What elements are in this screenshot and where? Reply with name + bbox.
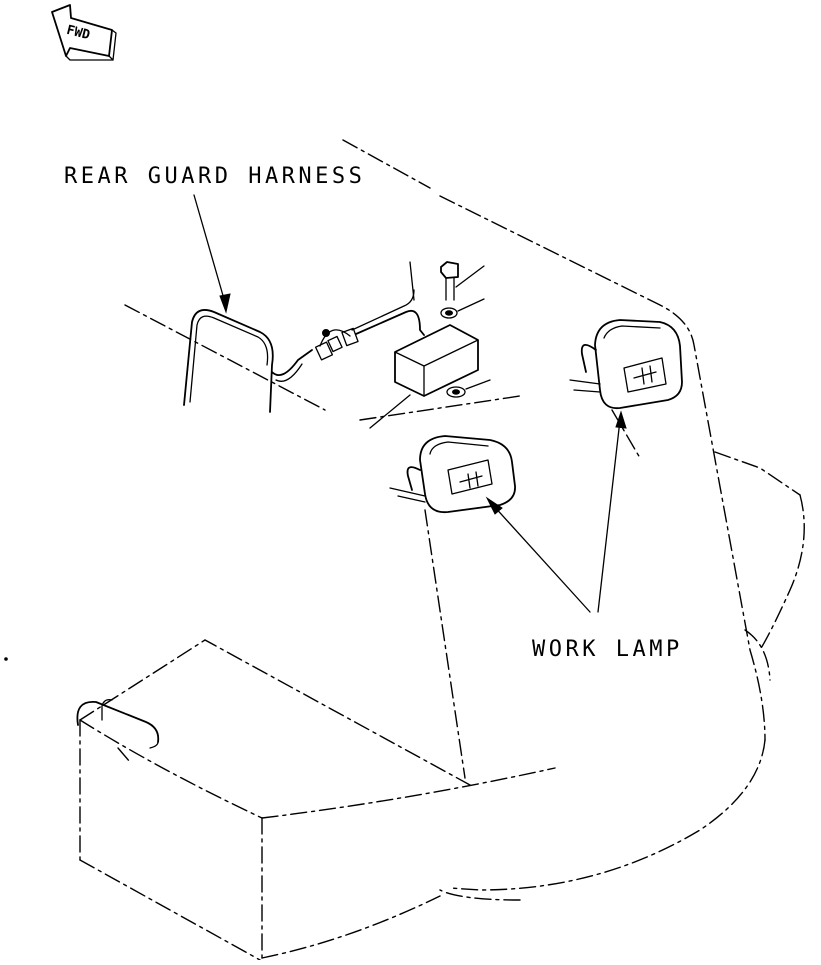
counterweight-outline (4, 639, 556, 961)
wire-harness (351, 261, 425, 336)
rear-guard-harness-pipe (183, 309, 313, 413)
work-lamp-left (389, 435, 516, 514)
harness-connectors (314, 327, 359, 361)
work-lamp-leader-arrows (485, 410, 627, 613)
fwd-arrow-icon: FWD (51, 4, 117, 61)
rear-guard-outline (124, 139, 805, 901)
counterweight-handle (76, 698, 160, 749)
rear-guard-harness-label: REAR GUARD HARNESS (64, 164, 365, 189)
harness-leader-arrow (193, 194, 231, 314)
work-lamp-right (569, 319, 683, 410)
work-lamp-label: WORK LAMP (532, 637, 683, 662)
fwd-label: FWD (65, 23, 92, 43)
bolt-and-washers (440, 261, 491, 398)
relay-box (369, 324, 479, 429)
